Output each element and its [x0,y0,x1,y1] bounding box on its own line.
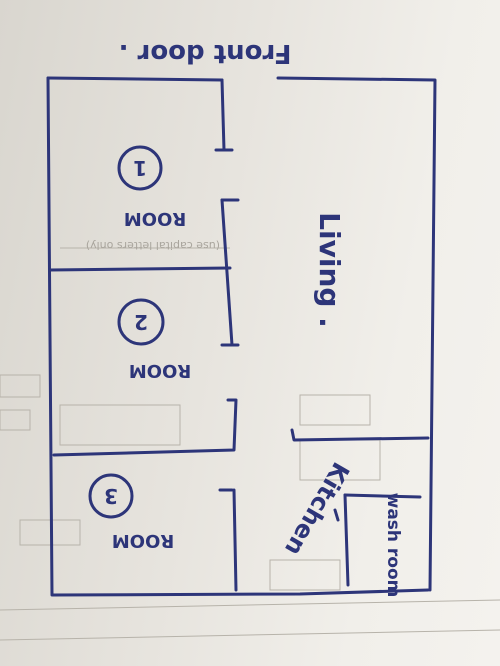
background-bleedthrough: (use capital letters only) [0,239,500,641]
room-1-label: ROOM [124,208,186,229]
interior-walls [48,78,430,592]
room-1-marker: 1 [117,145,163,191]
living-label: Living . [313,212,346,328]
room-1-number: 1 [133,156,147,180]
room-2-marker: 2 [117,298,165,346]
room-3-number: 3 [104,484,118,508]
room-3-label: ROOM [112,530,174,551]
kitchen-label: Kitchen [279,457,355,560]
room-3-marker: 3 [88,473,134,519]
room-2-label: ROOM [129,360,191,381]
svg-text:(use capital letters only): (use capital letters only) [86,239,220,252]
front-door-label: Front door . [119,38,292,68]
room-2-number: 2 [134,310,148,334]
outer-walls [46,76,437,597]
wash-room-label: wash room [383,493,403,598]
